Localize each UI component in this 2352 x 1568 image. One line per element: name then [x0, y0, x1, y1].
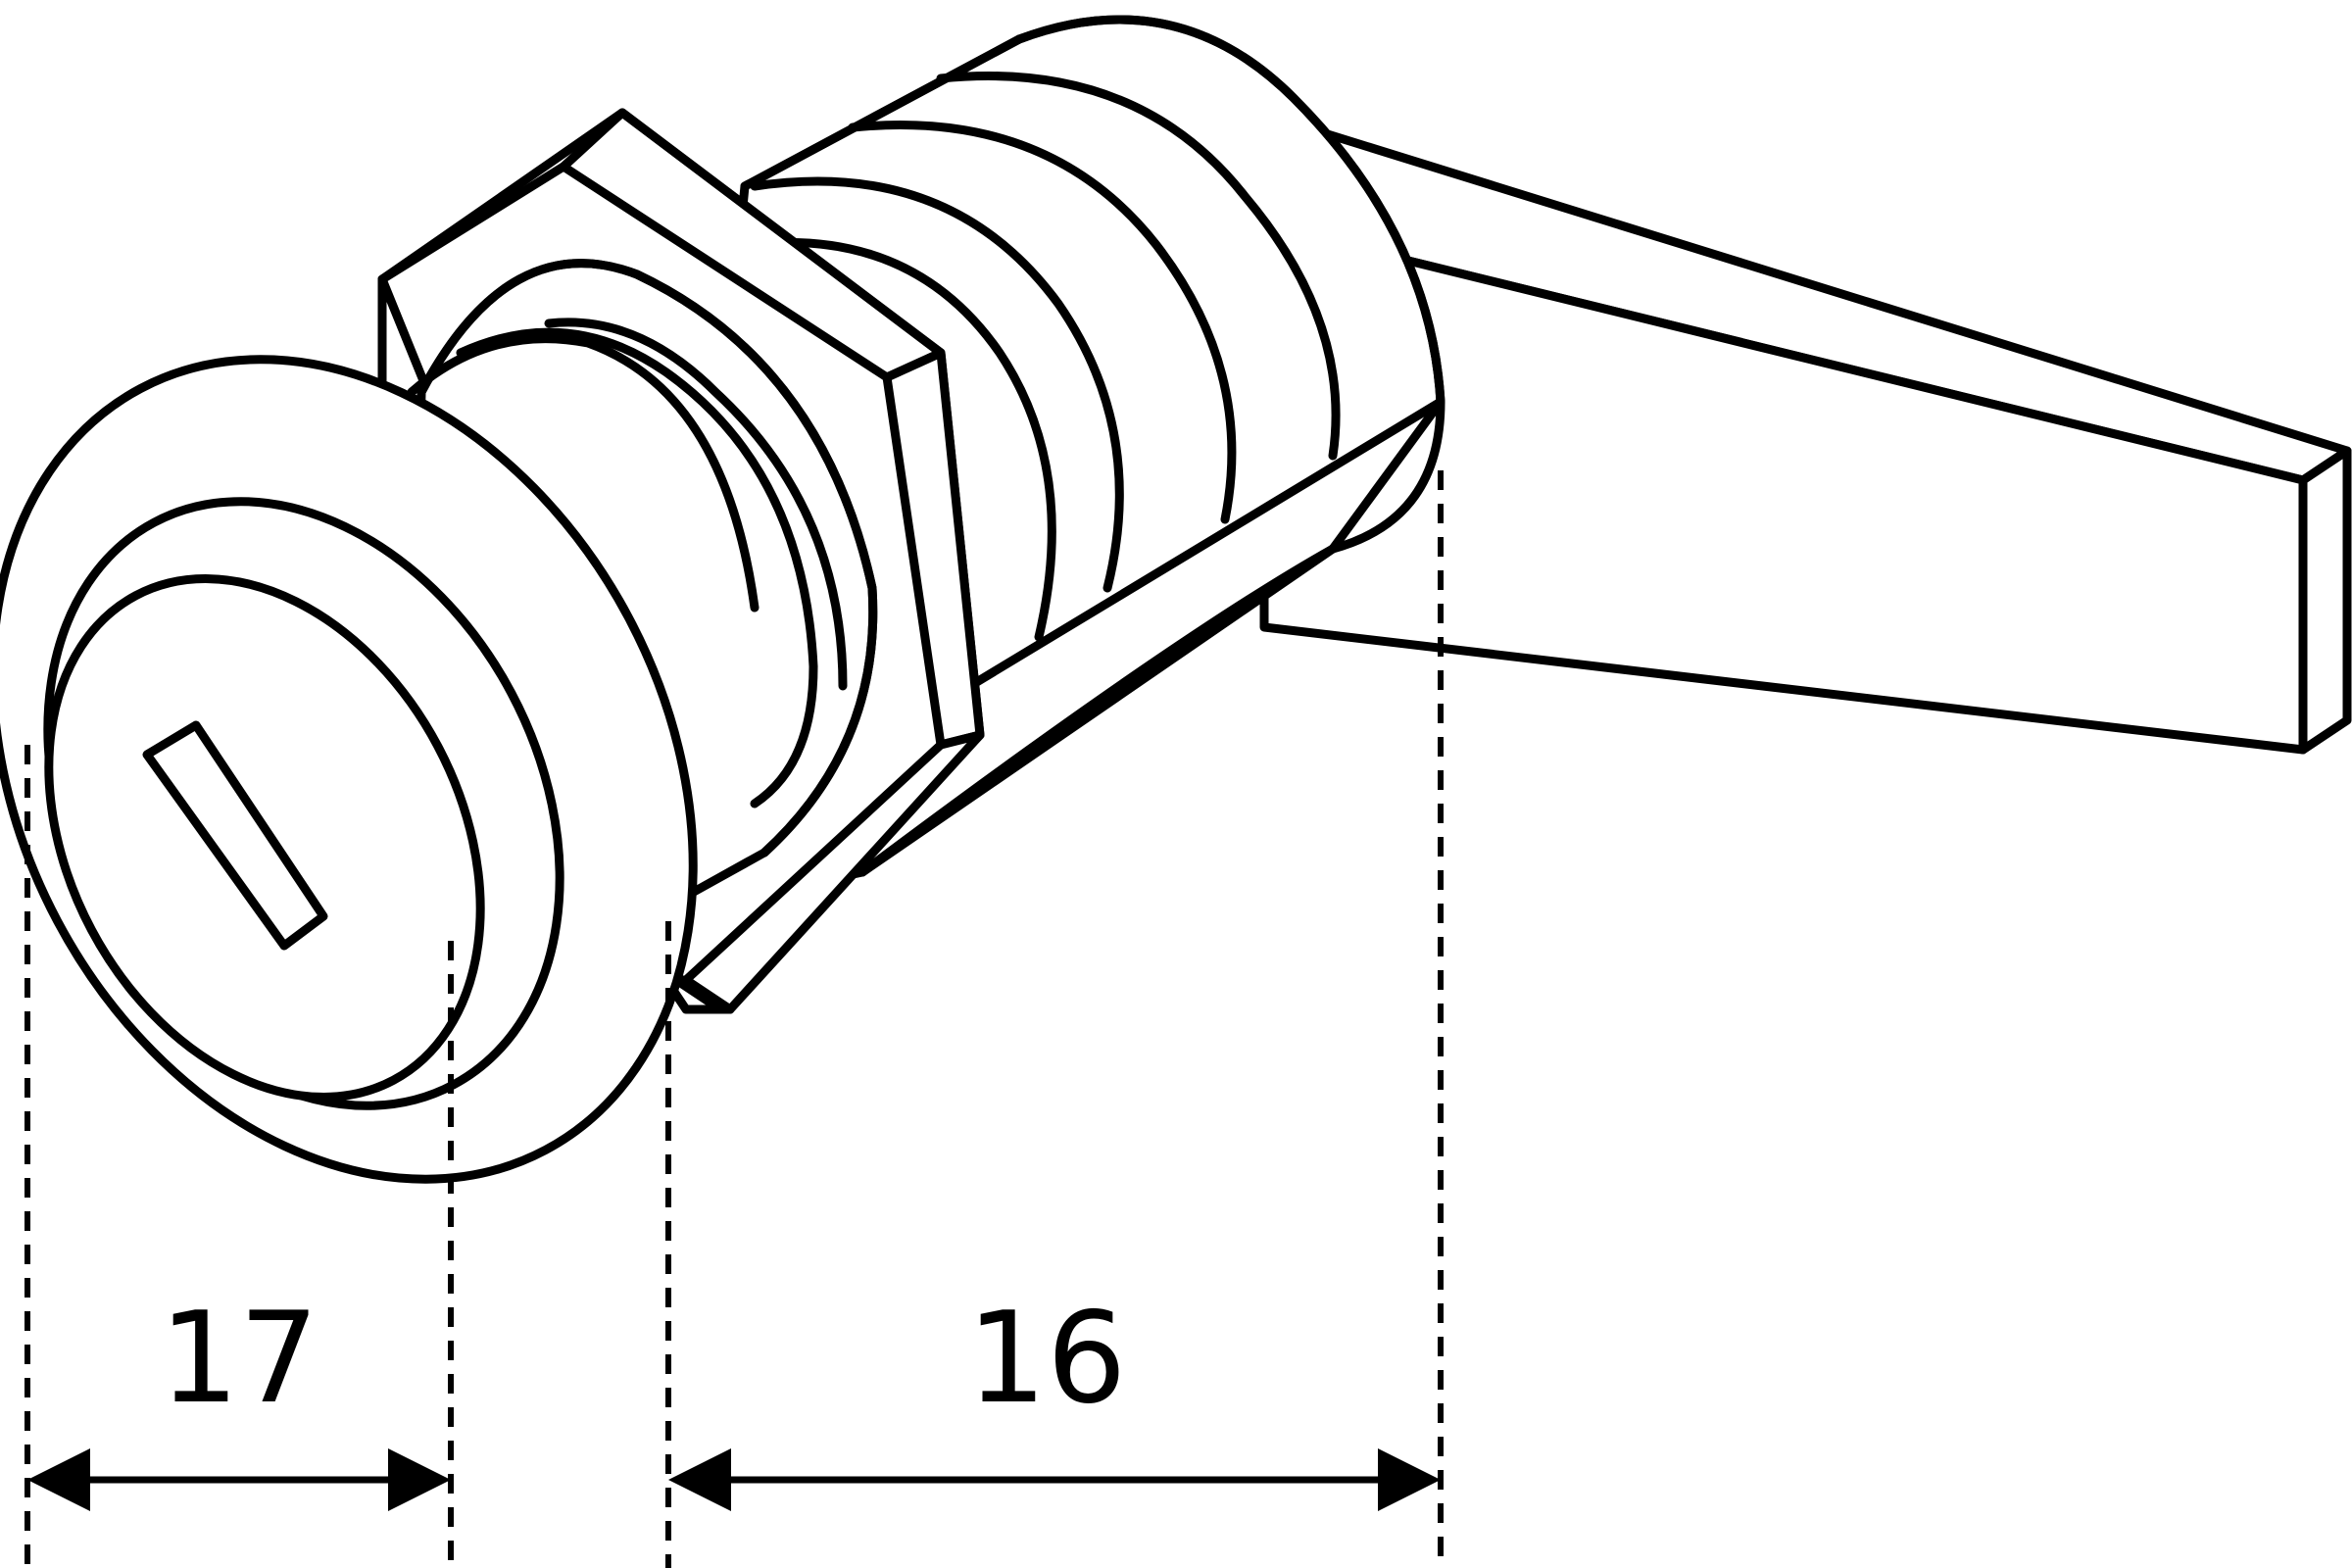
dimension-label-16: 16 [967, 1286, 1127, 1432]
dimension-label-17: 17 [160, 1286, 319, 1432]
extension-lines [24, 470, 1444, 1568]
arrow-right-icon [1378, 1448, 1441, 1511]
dimension-body-length: 16 [668, 1286, 1441, 1511]
arrow-left-icon [668, 1448, 731, 1511]
cam-lever [1259, 113, 2352, 755]
key-face [44, 574, 485, 1102]
arrow-right-icon [388, 1448, 451, 1511]
dimension-front-width: 17 [27, 1286, 451, 1511]
keyhole-slot [142, 720, 328, 951]
arrow-left-icon [27, 1448, 90, 1511]
